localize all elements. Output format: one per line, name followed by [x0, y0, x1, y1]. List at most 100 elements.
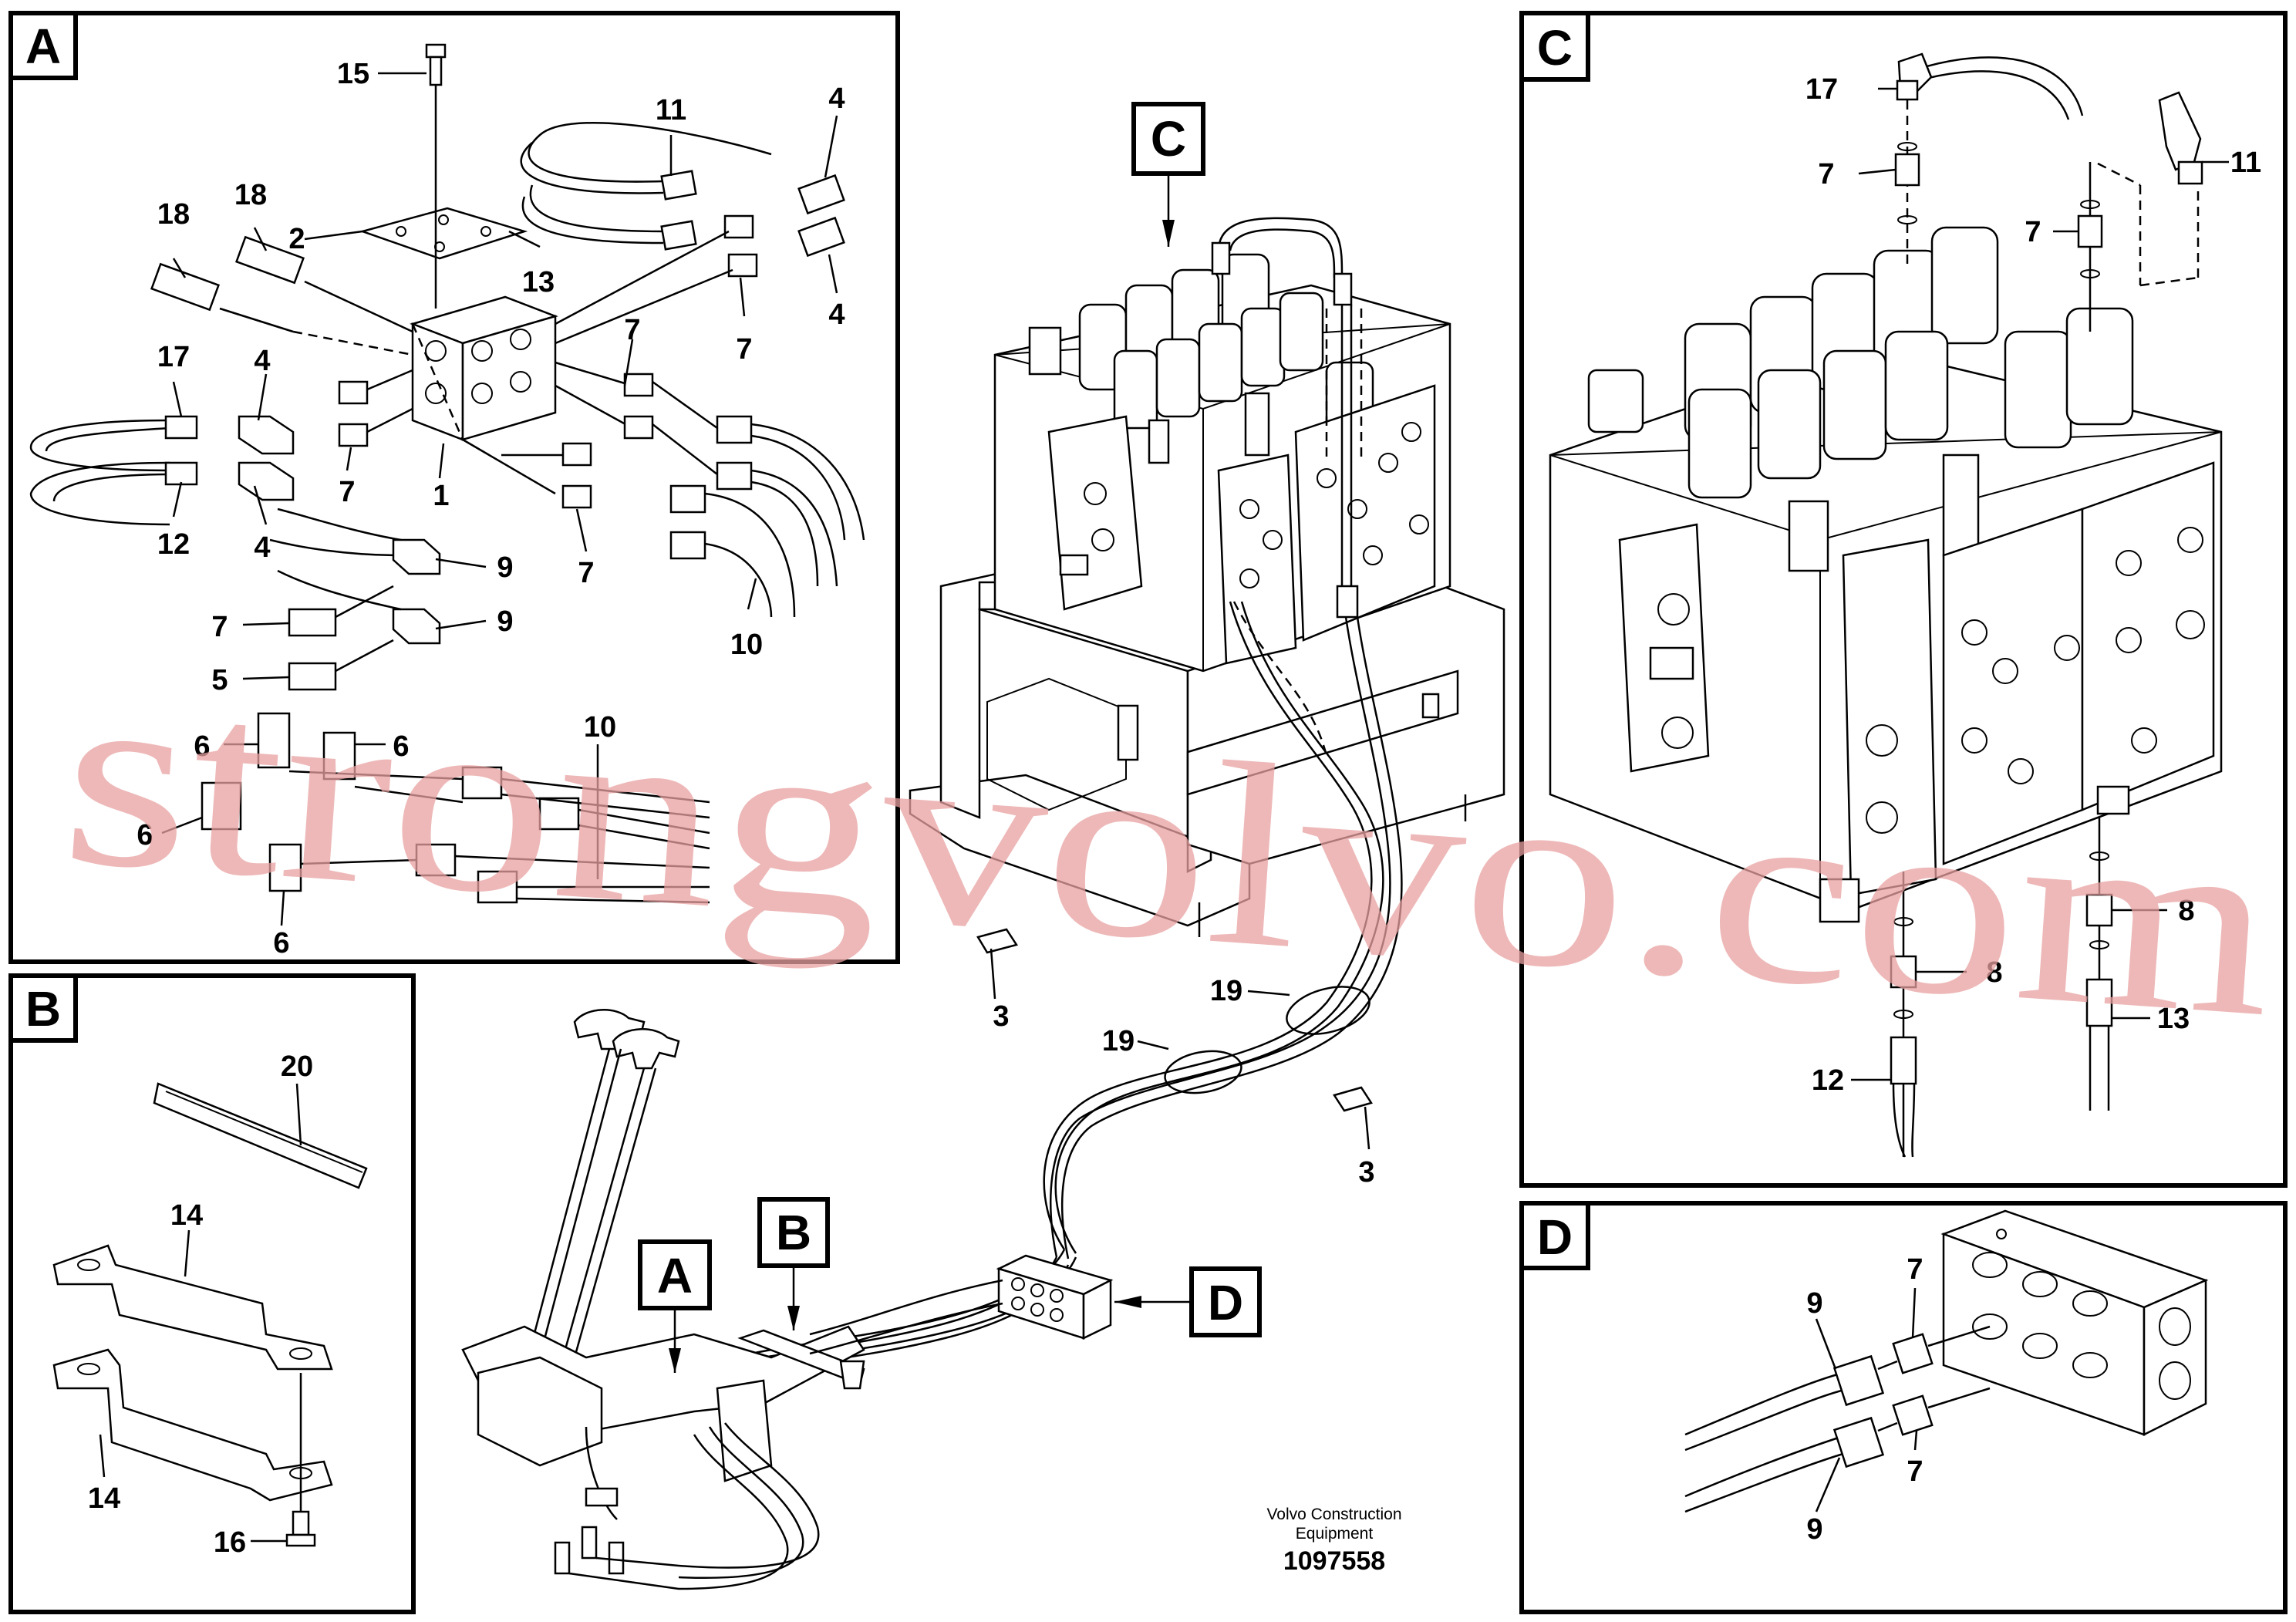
- control-valve-detail: [1549, 226, 2223, 923]
- panel-d: D: [1519, 1201, 2288, 1614]
- tee-fittings: [201, 712, 710, 904]
- panel-b-leaders: [99, 1083, 302, 1543]
- panel-d-tag: [1519, 1201, 1590, 1270]
- callout-c: C: [1151, 111, 1186, 167]
- panel-a: A: [8, 11, 900, 964]
- label-6: 6: [194, 730, 210, 763]
- panel-c-frame: [1519, 11, 2288, 1188]
- center-labels: 3 3 19 19: [990, 948, 1375, 1189]
- panel-b-tag: [8, 973, 78, 1043]
- clamp-lower: [52, 1348, 333, 1502]
- panel-c-leaders: [1851, 87, 2229, 1081]
- panel-c: C: [1519, 11, 2288, 1188]
- main-assembly: C A B D 3 3 19 19: [461, 102, 1505, 1590]
- panel-a-labels: 15 18 18 2 11 4 13 4 7 7 17 4 12 4 7 1 7…: [137, 58, 845, 959]
- hose-fittings-detail: [1684, 1325, 1991, 1513]
- panel-b-letter: B: [25, 981, 61, 1037]
- hose-group-left: [29, 369, 413, 526]
- panel-d-frame: [1519, 1201, 2288, 1614]
- label-12: 12: [1812, 1064, 1844, 1097]
- label-6: 6: [273, 927, 289, 959]
- label-2: 2: [288, 223, 305, 255]
- label-7: 7: [1907, 1455, 1923, 1488]
- panel-a-tag: [8, 11, 78, 80]
- control-valve: [993, 253, 1451, 673]
- label-6: 6: [137, 819, 153, 851]
- panel-a-leaders: [161, 72, 838, 926]
- hose-group-upper: [520, 122, 845, 345]
- label-9: 9: [1806, 1513, 1822, 1546]
- panel-a-frame: [8, 11, 900, 964]
- label-1: 1: [433, 480, 449, 512]
- label-17: 17: [1805, 73, 1838, 106]
- label-3: 3: [993, 1000, 1009, 1033]
- label-5: 5: [211, 664, 228, 696]
- label-9: 9: [1806, 1287, 1822, 1320]
- junction-block-detail: [1940, 1209, 2209, 1437]
- label-4: 4: [828, 298, 845, 331]
- label-7: 7: [736, 333, 752, 366]
- manifold-block: [410, 295, 558, 441]
- panel-c-letter: C: [1537, 20, 1573, 76]
- credit-line-2: Equipment: [1296, 1525, 1374, 1543]
- label-14: 14: [170, 1199, 203, 1232]
- mounting-plate: [359, 207, 528, 260]
- label-8: 8: [1986, 956, 2002, 989]
- credit-line-1: Volvo Construction: [1266, 1506, 1401, 1523]
- label-15: 15: [337, 58, 369, 90]
- label-19: 19: [1102, 1025, 1135, 1057]
- callout-c-box: [1131, 102, 1205, 176]
- label-9: 9: [497, 605, 513, 638]
- label-13: 13: [522, 266, 555, 298]
- callout-d-box: [1189, 1266, 1262, 1337]
- label-11: 11: [2230, 147, 2261, 179]
- label-7: 7: [1907, 1253, 1923, 1286]
- panel-c-labels: 17 7 7 11 8 8 12 13: [1805, 73, 2261, 1097]
- panel-b: B 20 14 14 16: [8, 973, 416, 1614]
- panel-d-leaders: [1815, 1287, 1918, 1512]
- top-fittings: [1894, 52, 2203, 332]
- credit-block: Volvo Construction Equipment 1097558: [1266, 1506, 1401, 1576]
- elbow-fittings: [269, 508, 441, 691]
- clamp-upper: [52, 1244, 333, 1371]
- label-14: 14: [88, 1482, 120, 1515]
- junction-block: [809, 1254, 1114, 1355]
- label-6: 6: [393, 730, 409, 763]
- label-10: 10: [584, 711, 616, 744]
- label-3: 3: [1358, 1156, 1374, 1189]
- label-4: 4: [828, 83, 845, 115]
- bottom-fittings: [1890, 818, 2113, 1158]
- edge-protector: [153, 1082, 368, 1189]
- pressure-sensors: [150, 235, 413, 356]
- callout-a-box: [638, 1239, 712, 1310]
- label-19: 19: [1210, 975, 1242, 1007]
- label-4: 4: [254, 531, 270, 564]
- label-11: 11: [656, 94, 686, 126]
- bolt-16: [285, 1373, 316, 1547]
- panel-b-frame: [8, 973, 416, 1614]
- panel-c-tag: [1519, 11, 1590, 82]
- label-7: 7: [578, 557, 594, 589]
- label-18: 18: [157, 198, 190, 231]
- document-number: 1097558: [1283, 1546, 1385, 1576]
- callout-a: A: [657, 1248, 693, 1303]
- label-18: 18: [234, 179, 267, 211]
- label-7: 7: [339, 476, 355, 508]
- label-7: 7: [1818, 158, 1834, 191]
- callout-d: D: [1208, 1275, 1243, 1330]
- pedal-assembly: [461, 1009, 865, 1590]
- label-7: 7: [211, 611, 228, 643]
- label-8: 8: [2178, 895, 2194, 927]
- label-16: 16: [214, 1526, 246, 1559]
- callout-b: B: [776, 1205, 811, 1260]
- hose-bracket: [737, 1329, 865, 1390]
- label-9: 9: [497, 551, 513, 584]
- bolt-15: [425, 43, 447, 309]
- label-12: 12: [157, 528, 190, 561]
- label-20: 20: [281, 1050, 313, 1083]
- panel-a-letter: A: [25, 19, 61, 74]
- label-4: 4: [254, 345, 270, 377]
- label-13: 13: [2157, 1003, 2190, 1035]
- label-7: 7: [624, 314, 640, 346]
